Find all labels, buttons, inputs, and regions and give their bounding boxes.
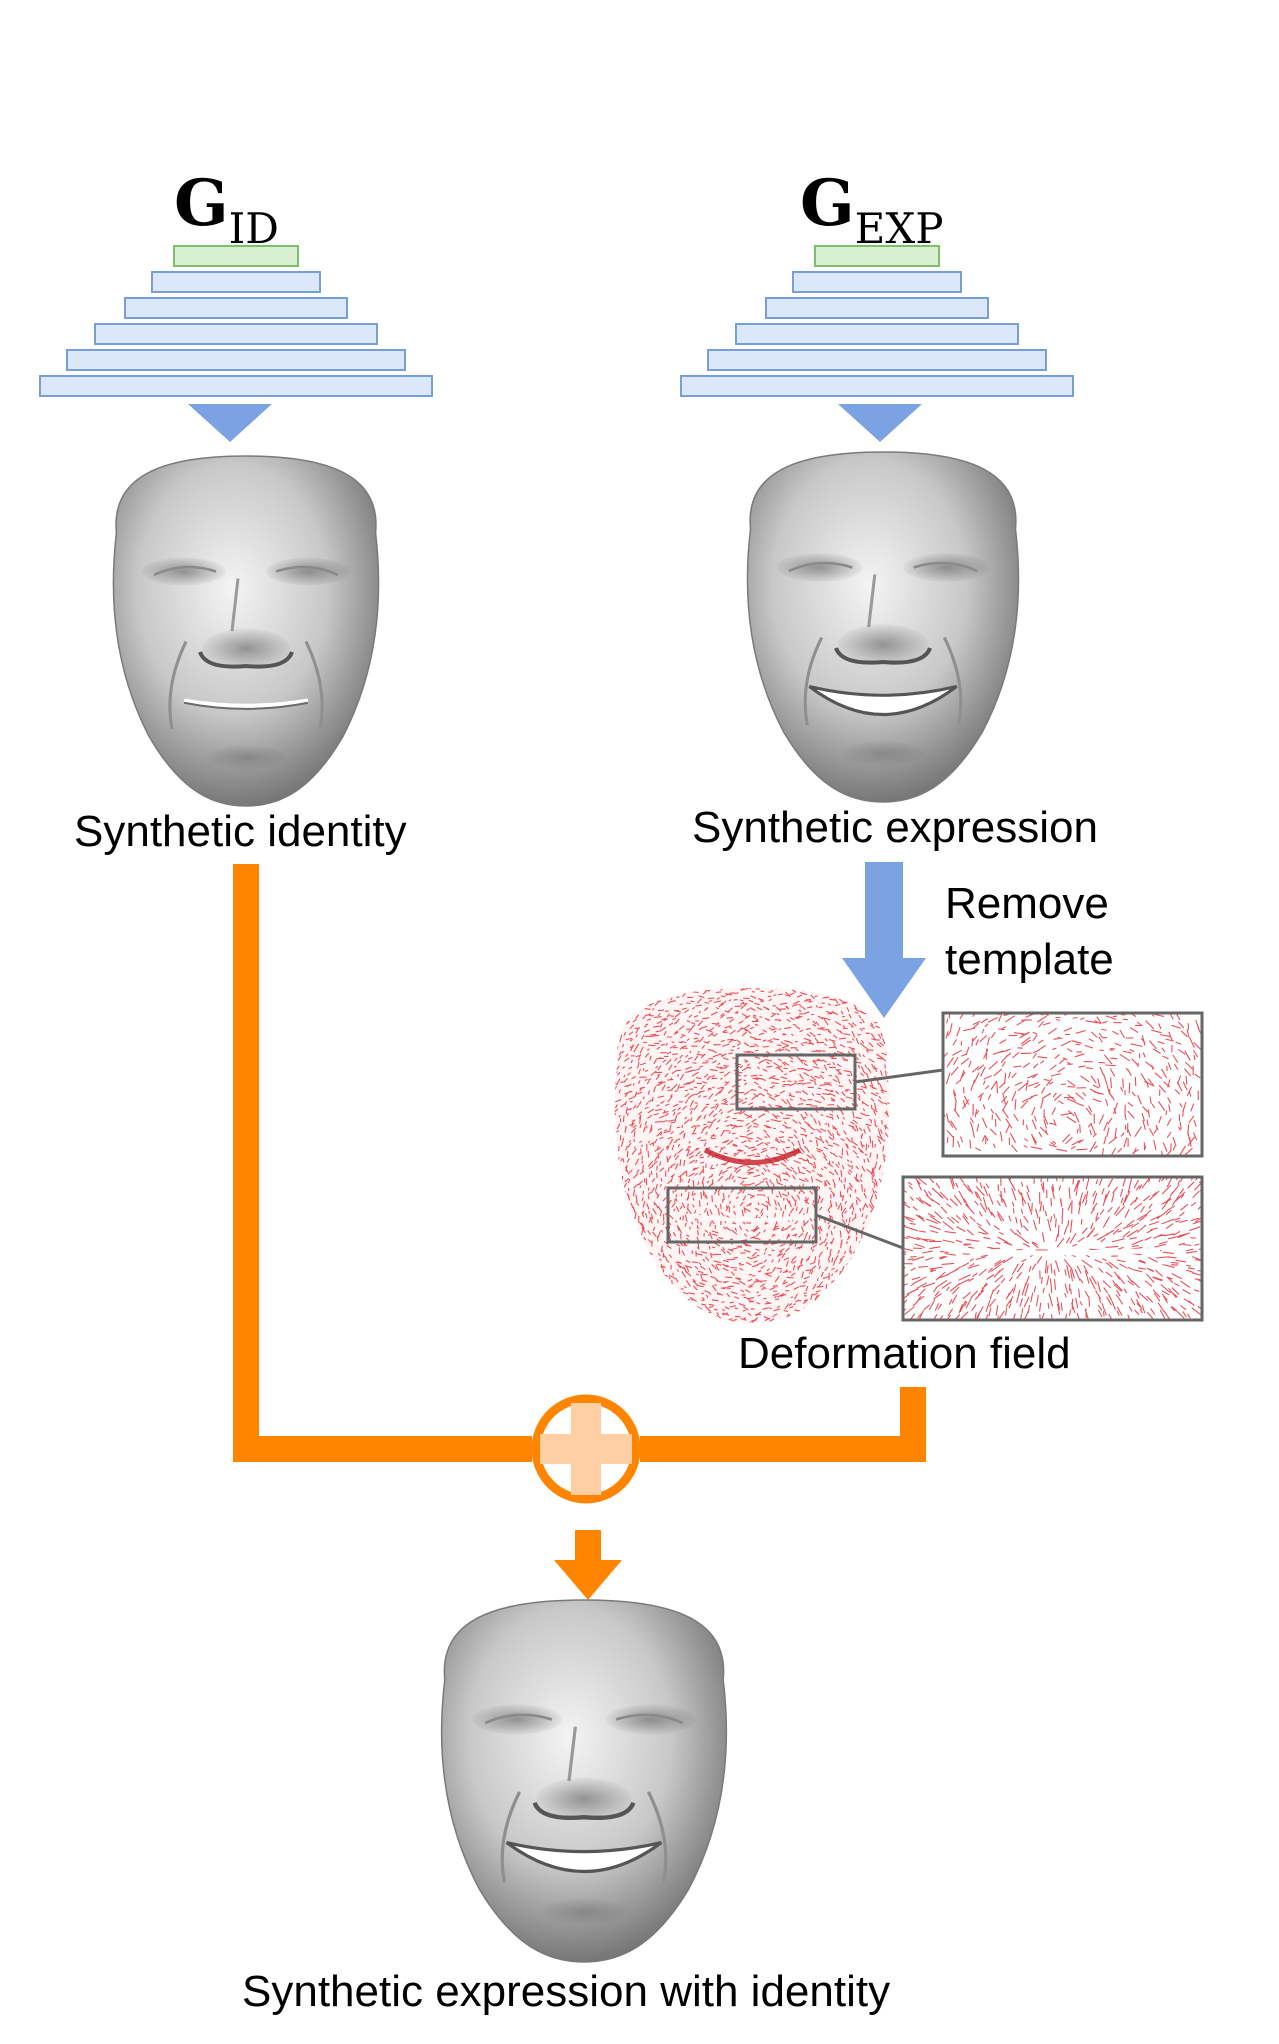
deformation-vectors — [943, 1013, 1202, 1156]
generator-layer — [124, 297, 348, 319]
deformation-mouth-hint — [689, 1214, 813, 1222]
eye-shading — [266, 557, 350, 586]
nose-shading — [202, 628, 290, 669]
generator-layer — [707, 349, 1047, 371]
latent-code-layer — [173, 245, 299, 267]
label-synthetic-expression: Synthetic expression — [692, 803, 1098, 852]
eye-crease — [153, 565, 217, 577]
mouth-smile — [808, 685, 958, 717]
plus-combine-icon — [531, 1394, 641, 1504]
nose-ridge — [867, 574, 877, 628]
inset-border — [901, 1175, 1204, 1322]
deformation-inset-upper — [943, 1013, 1202, 1156]
eye-shading — [142, 557, 226, 586]
nose-shading — [536, 1777, 632, 1821]
generator-layer — [151, 271, 321, 293]
cheek-fold — [500, 1791, 521, 1883]
arrow-down-icon — [188, 404, 272, 442]
label-expression-with-identity: Synthetic expression with identity — [242, 1967, 891, 2016]
generator-layer — [765, 297, 989, 319]
generator-layer — [39, 375, 433, 397]
nose-ridge — [230, 578, 240, 632]
generator-id-pyramid — [39, 245, 433, 397]
eye-crease — [913, 561, 978, 573]
label-remove-template-line2: template — [945, 935, 1114, 984]
zoom-connector — [854, 1068, 944, 1084]
nostril-line — [532, 1801, 636, 1820]
label-synthetic-identity: Synthetic identity — [74, 807, 407, 856]
eye-crease — [615, 1713, 684, 1725]
generator-layer — [792, 271, 962, 293]
deformation-field-face — [614, 988, 890, 1323]
chin-shading — [541, 1898, 627, 1925]
eye-shading — [776, 553, 863, 582]
label-deformation-field: Deformation field — [738, 1329, 1071, 1378]
eye-crease — [788, 561, 853, 573]
eye-crease — [275, 565, 339, 577]
nostril-line — [834, 647, 932, 665]
generator-layer — [94, 323, 378, 345]
nostril-line — [198, 651, 294, 669]
generator-layer — [66, 349, 406, 371]
combine-paths — [233, 864, 926, 1600]
face-identity-mesh — [112, 455, 380, 807]
zoom-connector — [815, 1213, 904, 1250]
chin-shading — [842, 740, 924, 766]
inset-mouth-gap — [949, 1247, 1161, 1256]
nose-shading — [838, 624, 928, 665]
mouth-shadow — [183, 701, 309, 710]
chin-shading — [206, 745, 286, 769]
generator-layer — [680, 375, 1074, 397]
arrow-down-icon — [838, 404, 922, 442]
label-remove-template-line1: Remove — [945, 879, 1109, 928]
mouth-line — [183, 698, 309, 709]
cheek-fold — [647, 1791, 668, 1883]
generator-exp-pyramid — [680, 245, 1074, 397]
eye-crease — [484, 1713, 553, 1725]
generator-layer — [735, 323, 1019, 345]
eye-shading — [605, 1704, 696, 1735]
cheek-fold — [168, 640, 188, 730]
remove-template-arrow — [842, 862, 926, 1018]
cheek-fold — [942, 636, 963, 726]
cheek-fold — [304, 640, 324, 730]
eye-shading — [903, 553, 990, 582]
mouth-smile — [505, 1840, 663, 1874]
latent-code-layer — [814, 245, 940, 267]
generator-id-label: GID — [174, 166, 279, 253]
face-result-mesh — [440, 1599, 728, 1963]
eye-shading — [472, 1704, 563, 1735]
generator-exp-label: GEXP — [800, 166, 944, 253]
nose-ridge — [567, 1726, 578, 1782]
face-expression-mesh — [746, 451, 1020, 803]
cheek-fold — [803, 636, 824, 726]
deformation-inset-mouth — [903, 1177, 1202, 1320]
inset-border — [941, 1011, 1204, 1158]
deformation-nose-hint — [703, 1147, 802, 1165]
